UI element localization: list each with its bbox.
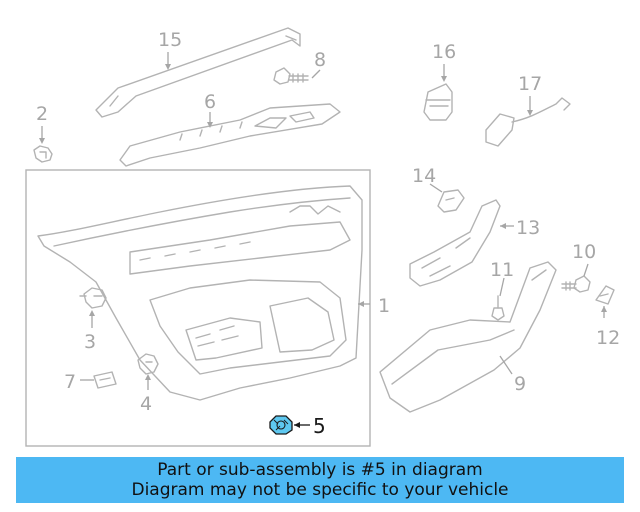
part-15-belt-molding: 15 — [95, 27, 301, 118]
callout-16: 16 — [432, 41, 456, 63]
parts-diagram: 15 8 6 2 16 17 14 — [25, 27, 620, 447]
part-5-highlighted-clip: 5 — [269, 414, 326, 438]
part-1-door-panel-assembly: 1 — [25, 169, 390, 447]
part-3-clip: 3 — [79, 287, 107, 353]
part-16-switch: 16 — [423, 41, 456, 121]
callout-8: 8 — [314, 49, 326, 71]
leader-arrowheads — [39, 64, 607, 380]
callout-9: 9 — [514, 373, 526, 395]
callout-1: 1 — [378, 295, 390, 317]
part-14-cap: 14 — [412, 165, 465, 213]
part-8-bolt: 8 — [273, 49, 326, 85]
part-2-clip: 2 — [33, 103, 53, 163]
callout-4: 4 — [140, 393, 152, 415]
part-13-bracket: 13 — [409, 199, 540, 287]
info-banner: Part or sub-assembly is #5 in diagram Di… — [16, 457, 624, 503]
callout-12: 12 — [596, 327, 620, 349]
callout-2: 2 — [36, 103, 48, 125]
part-4-clip: 4 — [137, 353, 159, 415]
callout-5: 5 — [313, 414, 326, 438]
callout-3: 3 — [84, 331, 96, 353]
part-9-pull-handle: 9 — [379, 261, 557, 413]
callout-14: 14 — [412, 165, 436, 187]
banner-line-2: Diagram may not be specific to your vehi… — [131, 480, 509, 500]
part-7-retainer: 7 — [64, 371, 117, 393]
part-10-screw: 10 — [561, 241, 596, 293]
callout-6: 6 — [204, 91, 216, 113]
callout-11: 11 — [490, 259, 514, 281]
part-6-trim-panel: 6 — [119, 91, 341, 167]
part-11-screw: 11 — [490, 259, 514, 321]
callout-15: 15 — [158, 29, 182, 51]
part-17-lamp: 17 — [485, 73, 571, 147]
callout-10: 10 — [572, 241, 596, 263]
part-12-clip: 12 — [595, 285, 620, 349]
callout-7: 7 — [64, 371, 76, 393]
callout-13: 13 — [516, 217, 540, 239]
callout-17: 17 — [518, 73, 542, 95]
banner-line-1: Part or sub-assembly is #5 in diagram — [157, 460, 483, 480]
